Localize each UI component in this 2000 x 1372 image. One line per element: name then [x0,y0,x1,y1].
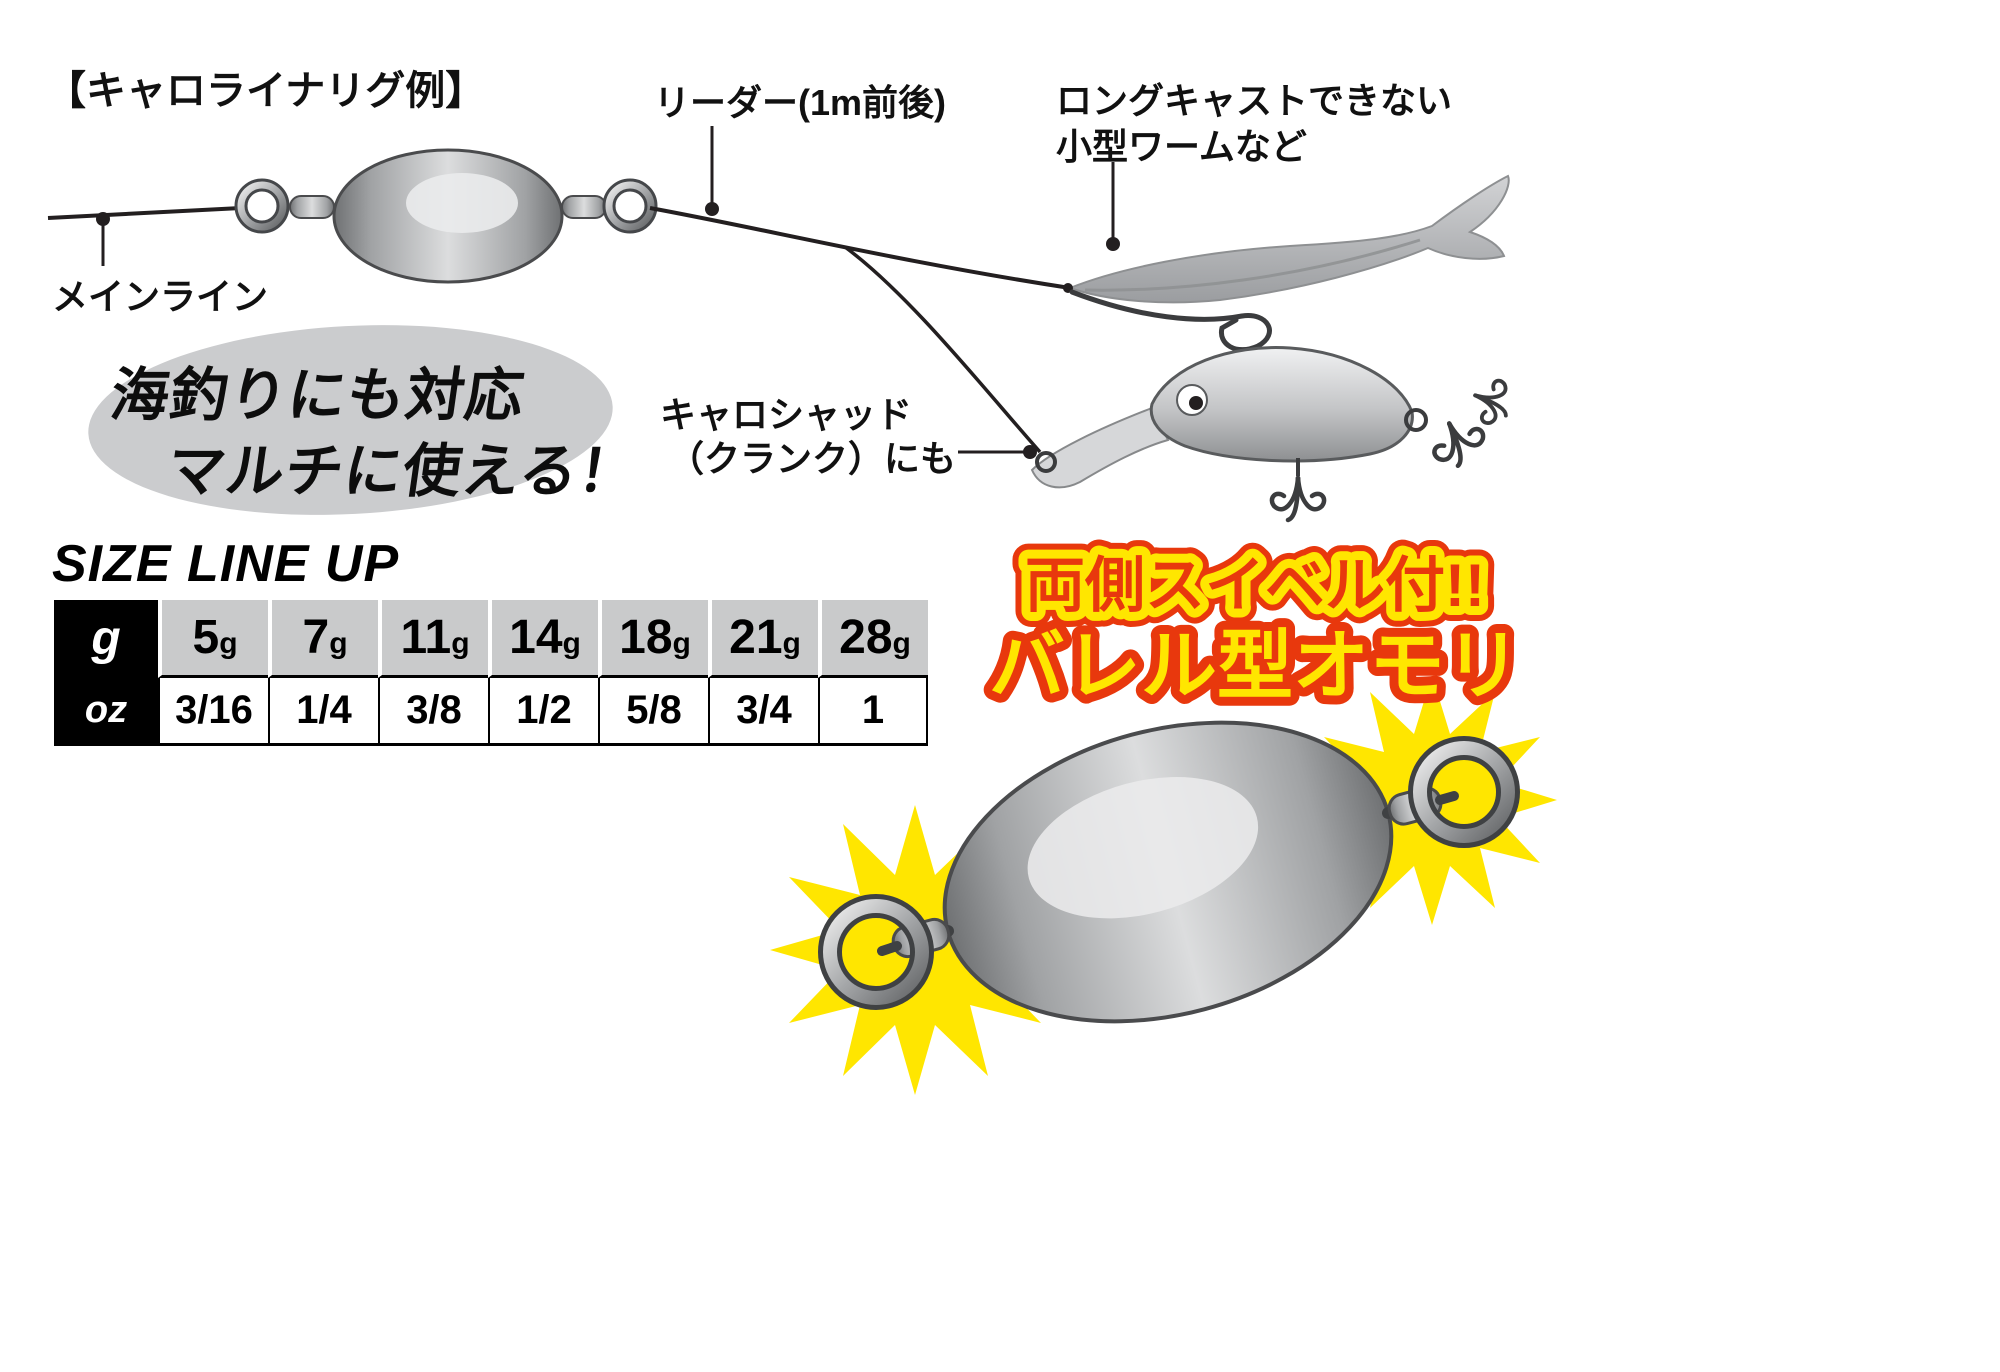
gram-cell: 18g [598,600,708,678]
tail-split-ring-icon [1404,408,1428,432]
shad-note-line2: （クランク）にも [668,438,957,479]
ounce-cell: 5/8 [598,678,708,746]
promo-line1: 両側スイベル付!! [1025,552,1485,619]
promo-line1-outline2: 両側スイベル付!! [1025,552,1485,619]
ounce-cell: 1/4 [268,678,378,746]
line-tie-ring-icon [1035,451,1057,473]
barrel-sinker-feature-illustration [770,675,1557,1095]
swivel-body-right [561,195,607,219]
pointer-crank [958,445,1037,459]
swivel-ring-right-icon [602,178,658,234]
carolina-rig-illustration [47,126,1120,459]
size-table: g 5g 7g 11g 14g 18g 21g 28g oz 3/16 1/4 … [54,600,928,746]
ounce-cell: 1 [818,678,928,746]
promo-line2: バレル型オモリ [989,624,1521,709]
swivel-ring-left-large-icon [818,894,934,1010]
gram-row-header: g [54,600,158,678]
worm-hook-icon [1069,289,1245,322]
worm-note-line1: ロングキャストできない [1056,80,1453,121]
leader-line [649,206,1071,290]
gram-cell: 14g [488,600,598,678]
tail-treble-hook2-icon [1465,372,1519,431]
size-lineup-heading: SIZE LINE UP [52,535,400,593]
worm-note-line2: 小型ワームなど [1056,126,1307,167]
main-line-label: メインライン [52,276,269,317]
swivel-ring-right-large-icon [1408,736,1520,848]
pointer-worm [1106,162,1120,251]
promo-line1-outline1: 両側スイベル付!! [1025,552,1485,619]
gram-cell: 28g [818,600,928,678]
belly-treble-hook-icon [1272,478,1324,520]
barrel-sinker-small-icon [332,148,564,284]
swivel-ring-left-icon [234,178,290,234]
ounce-cell: 3/8 [378,678,488,746]
gram-cell: 21g [708,600,818,678]
leader-label: リーダー(1m前後) [654,82,947,123]
ounce-cell: 1/2 [488,678,598,746]
bubble-line2: マルチに使える！ [162,439,643,504]
gram-cell: 11g [378,600,488,678]
rig-example-title: 【キャロライナリグ例】 [46,69,486,113]
promo-banner: 両側スイベル付!! 両側スイベル付!! 両側スイベル付!! バレル型オモリ バレ… [980,537,1530,718]
ounce-row-header: oz [54,678,158,746]
pointer-leader [705,126,719,216]
swivel-body-left [289,195,335,219]
gram-cell: 5g [158,600,268,678]
crankbait-illustration [1030,346,1519,520]
ounce-cell: 3/4 [708,678,818,746]
worm-lure-illustration [1063,174,1510,353]
main-line [47,206,242,220]
ounce-cell: 3/16 [158,678,268,746]
bubble-line1: 海釣りにも対応 [106,363,529,428]
crank-lip [1030,406,1170,489]
crank-line [843,245,1042,454]
tail-treble-hook-icon [1426,412,1491,472]
promo-line2-outline: バレル型オモリ [989,624,1521,709]
pointer-main-line [96,212,110,266]
barrel-body-large [942,720,1394,1024]
shad-note-line1: キャロシャッド [660,394,913,435]
gram-cell: 7g [268,600,378,678]
